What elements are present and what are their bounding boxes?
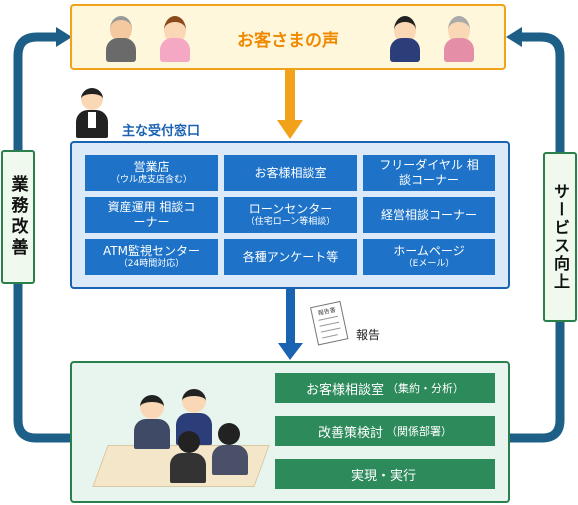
meeting-illustration: [92, 387, 270, 491]
reception-cell: フリーダイヤル 相談コーナー: [363, 155, 495, 191]
reception-cell: お客様相談室: [224, 155, 357, 191]
reception-box: 営業店（ウル虎支店含む） お客様相談室 フリーダイヤル 相談コーナー 資産運用 …: [70, 141, 510, 289]
reception-cell: ローンセンター（住宅ローン等相談）: [224, 197, 357, 233]
staff-icon: [74, 88, 110, 138]
service-improvement-label: サービス向上: [543, 152, 577, 322]
customer-voice-box: お客さまの声: [70, 4, 506, 70]
step-3: 実現・実行: [275, 459, 495, 489]
report-label: 報告: [356, 328, 381, 342]
blue-arrowhead: [278, 343, 303, 360]
customer-voice-title: お客さまの声: [237, 31, 339, 51]
reception-cell: 各種アンケート等: [224, 239, 357, 275]
blue-connector: [286, 289, 295, 345]
step-2: 改善策検討（関係部署）: [275, 416, 495, 446]
report-doc-text: 報告書: [317, 306, 336, 318]
left-arrowhead: [56, 27, 72, 47]
report-document-icon: 報告書: [310, 300, 349, 346]
orange-connector: [285, 70, 295, 122]
orange-arrowhead: [277, 120, 303, 139]
customer-icon-elderly-woman: [444, 16, 474, 64]
customer-icon-woman: [160, 16, 190, 64]
reception-cell: 経営相談コーナー: [363, 197, 495, 233]
customer-icon-elderly-man: [106, 16, 136, 64]
right-arrowhead: [506, 27, 522, 47]
reception-cell: ATM監視センター（24時間対応）: [85, 239, 218, 275]
reception-cell: 営業店（ウル虎支店含む）: [85, 155, 218, 191]
reception-cell: 資産運用 相談コーナー: [85, 197, 218, 233]
reception-cell: ホームページ（Eメール）: [363, 239, 495, 275]
customer-icon-man: [390, 16, 420, 64]
reception-label: 主な受付窓口: [122, 124, 201, 139]
step-1: お客様相談室（集約・分析）: [275, 373, 495, 403]
business-improvement-label: 業務改善: [1, 150, 35, 284]
